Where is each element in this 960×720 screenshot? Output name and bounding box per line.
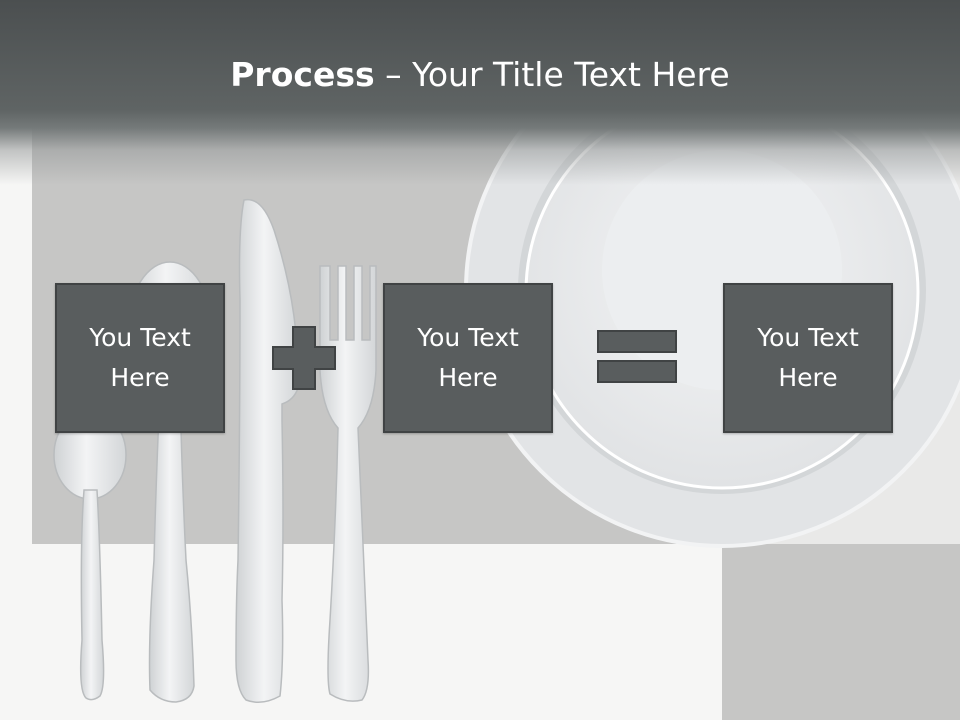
fork [319, 265, 377, 702]
process-box-2: You Text Here [383, 283, 553, 433]
process-box-text: You Text Here [89, 323, 191, 392]
process-box-3: You Text Here [723, 283, 893, 433]
title-bar: Process – Your Title Text Here [0, 0, 960, 185]
process-box-text: You Text Here [757, 323, 859, 392]
teaspoon [53, 410, 127, 701]
placemat-corner [722, 544, 960, 720]
title-bold-part: Process [230, 55, 375, 94]
equals-icon [597, 330, 677, 383]
plus-icon [272, 326, 336, 390]
process-box-text: You Text Here [417, 323, 519, 392]
knife [235, 198, 299, 703]
slide-title: Process – Your Title Text Here [0, 52, 960, 98]
title-rest-part: – Your Title Text Here [374, 55, 730, 94]
process-box-1: You Text Here [55, 283, 225, 433]
